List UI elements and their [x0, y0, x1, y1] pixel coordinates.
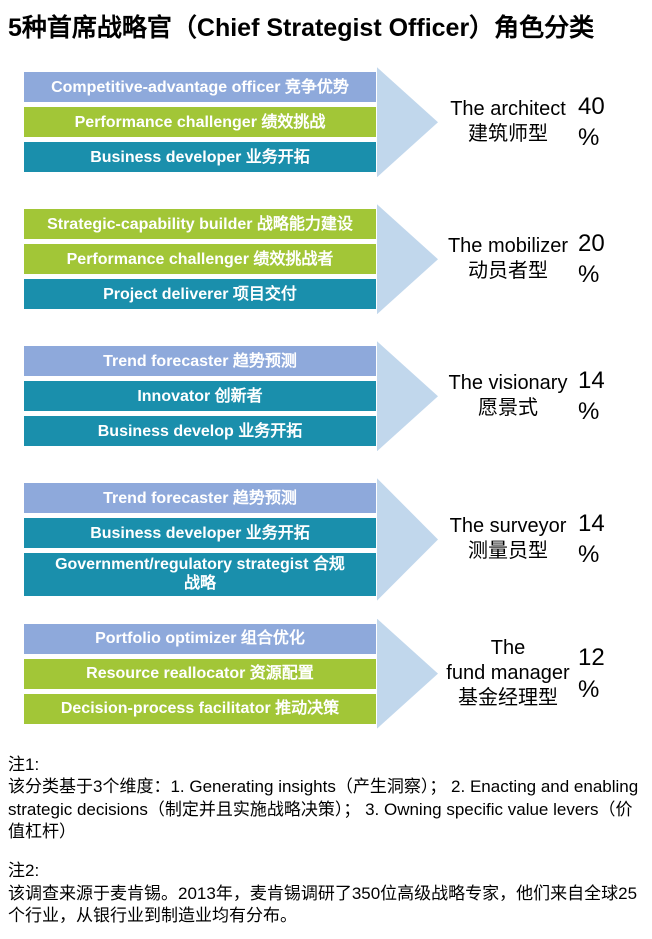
percent-value: 40 [578, 93, 605, 121]
role-bar-stack: Portfolio optimizer 组合优化 Resource reallo… [24, 623, 376, 724]
role-bar: Government/regulatory strategist 合规 战略 [24, 553, 376, 596]
role-percent: 12 % [578, 642, 624, 704]
role-group-architect: Competitive-advantage officer 竞争优势 Perfo… [24, 67, 652, 178]
footnotes: 注1: 该分类基于3个维度：1. Generating insights（产生洞… [8, 754, 642, 928]
role-type-label: The visionary 愿景式 [448, 372, 568, 420]
role-bar: Performance challenger 绩效挑战 [24, 107, 376, 138]
role-bar-stack: Strategic-capability builder 战略能力建设 Perf… [24, 209, 376, 310]
percent-value: 20 [578, 230, 605, 258]
percent-sign: % [578, 541, 600, 569]
percent-value: 14 [578, 510, 605, 538]
role-bar: Portfolio optimizer 组合优化 [24, 623, 376, 654]
footnote-1-label: 注1: [8, 754, 40, 774]
footnote-2-label: 注2: [8, 861, 40, 881]
role-percent: 14 % [578, 508, 624, 570]
percent-sign: % [578, 124, 600, 152]
role-group-fund-manager: Portfolio optimizer 组合优化 Resource reallo… [24, 618, 652, 729]
percent-value: 14 [578, 367, 605, 395]
arrow-right-icon [377, 478, 438, 601]
role-bar: Business develop 业务开拓 [24, 416, 376, 447]
role-bar-stack: Trend forecaster 趋势预测 Business developer… [24, 483, 376, 596]
percent-sign: % [578, 675, 600, 703]
role-group-surveyor: Trend forecaster 趋势预测 Business developer… [24, 478, 652, 601]
role-bar: Resource reallocator 资源配置 [24, 658, 376, 689]
percent-sign: % [578, 398, 600, 426]
role-bar: Innovator 创新者 [24, 381, 376, 412]
role-percent: 14 % [578, 365, 624, 427]
role-bar: Business developer 业务开拓 [24, 142, 376, 173]
role-group-mobilizer: Strategic-capability builder 战略能力建设 Perf… [24, 204, 652, 315]
percent-sign: % [578, 261, 600, 289]
footnote-2: 注2: 该调查来源于麦肯锡。2013年，麦肯锡调研了350位高级战略专家，他们来… [8, 860, 642, 928]
role-bar: Competitive-advantage officer 竞争优势 [24, 72, 376, 103]
footnote-1-text: 该分类基于3个维度：1. Generating insights（产生洞察）； … [8, 777, 639, 842]
arrow-right-icon [377, 341, 438, 452]
role-type-label: The fund manager 基金经理型 [446, 637, 570, 710]
role-bar-stack: Trend forecaster 趋势预测 Innovator 创新者 Busi… [24, 346, 376, 447]
page-title: 5种首席战略官（Chief Strategist Officer）角色分类 [8, 14, 595, 42]
role-bar: Project deliverer 项目交付 [24, 279, 376, 310]
role-type-label: The architect 建筑师型 [450, 98, 566, 146]
role-percent: 20 % [578, 228, 624, 290]
role-bar: Decision-process facilitator 推动决策 [24, 693, 376, 724]
role-percent: 40 % [578, 91, 624, 153]
role-type-label: The surveyor 测量员型 [449, 515, 567, 563]
cso-roles-diagram: Competitive-advantage officer 竞争优势 Perfo… [24, 67, 652, 729]
role-bar: Performance challenger 绩效挑战者 [24, 244, 376, 275]
footnote-1: 注1: 该分类基于3个维度：1. Generating insights（产生洞… [8, 754, 642, 844]
percent-value: 12 [578, 644, 605, 672]
role-bar-stack: Competitive-advantage officer 竞争优势 Perfo… [24, 72, 376, 173]
role-bar: Trend forecaster 趋势预测 [24, 346, 376, 377]
role-bar: Trend forecaster 趋势预测 [24, 483, 376, 514]
role-bar: Strategic-capability builder 战略能力建设 [24, 209, 376, 240]
arrow-right-icon [377, 618, 438, 729]
footnote-2-text: 该调查来源于麦肯锡。2013年，麦肯锡调研了350位高级战略专家，他们来自全球2… [8, 883, 638, 926]
role-group-visionary: Trend forecaster 趋势预测 Innovator 创新者 Busi… [24, 341, 652, 452]
role-bar: Business developer 业务开拓 [24, 518, 376, 549]
arrow-right-icon [377, 204, 438, 315]
role-type-label: The mobilizer 动员者型 [447, 235, 569, 283]
arrow-right-icon [377, 67, 438, 178]
